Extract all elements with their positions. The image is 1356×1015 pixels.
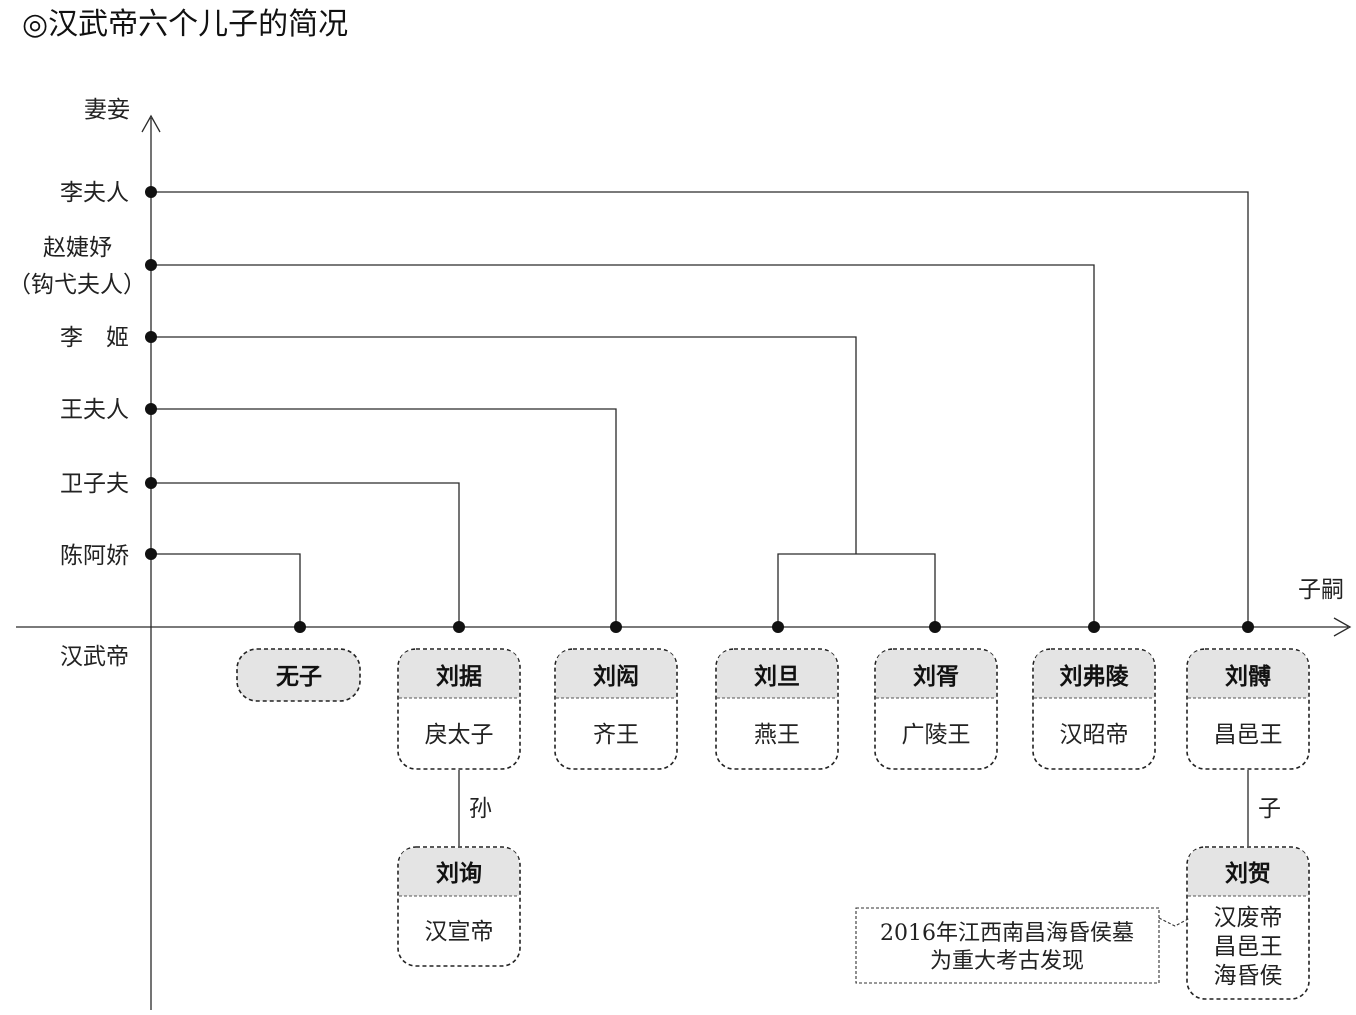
archaeology-note: 2016年江西南昌海昏侯墓 为重大考古发现: [855, 907, 1191, 984]
descendant-title-line: 海昏侯: [1214, 963, 1283, 989]
consort-wei-zifu-label: 卫子夫: [60, 471, 129, 497]
son-dot: [929, 621, 941, 633]
son-dot: [294, 621, 306, 633]
y-axis-arrow: [141, 114, 161, 133]
consort-dot: [145, 477, 157, 489]
son-title: 昌邑王: [1214, 722, 1283, 748]
consort-li-furen-label: 李夫人: [60, 180, 129, 206]
note-line: 为重大考古发现: [930, 949, 1084, 974]
consort-dot: [145, 259, 157, 271]
descendant-box-liu-xun: 刘询 汉宣帝: [397, 846, 521, 967]
descendant-title-line: 汉废帝: [1214, 905, 1283, 931]
son-title: 燕王: [754, 722, 800, 748]
consort-dot: [145, 548, 157, 560]
link-wang-furen-liu-hong: [151, 408, 617, 627]
consort-wang-furen-label: 王夫人: [60, 397, 129, 423]
descendant-box-liu-he: 刘贺 汉废帝 昌邑王 海昏侯: [1186, 846, 1310, 1000]
son-title: 戾太子: [425, 722, 494, 748]
consort-zhao-jieyu-alias: （钩弋夫人）: [8, 272, 146, 298]
consort-dot: [145, 186, 157, 198]
link-li-ji: [151, 336, 857, 554]
link-chen-ajiao-none: [151, 553, 301, 627]
son-dot: [1088, 621, 1100, 633]
son-box-liu-dan: 刘旦 燕王: [715, 648, 839, 770]
son-box-liu-xu: 刘胥 广陵王: [874, 648, 998, 770]
son-name: 刘据: [436, 663, 482, 690]
son-box-none: 无子: [236, 648, 361, 702]
son-name: 刘闳: [593, 663, 639, 690]
link-li-ji-sons: [777, 553, 936, 627]
relation-son-label: 子: [1258, 796, 1281, 822]
link-zhao-jieyu-liu-fuling: [151, 264, 1095, 627]
son-name: 刘弗陵: [1060, 663, 1130, 690]
descendant-title: 汉宣帝: [425, 919, 494, 945]
x-axis-arrow: [1333, 617, 1352, 637]
descendant-title-line: 昌邑王: [1214, 934, 1283, 960]
son-title: 汉昭帝: [1060, 722, 1129, 748]
son-title: 齐王: [593, 722, 639, 748]
x-axis-label: 子嗣: [1298, 577, 1344, 603]
son-box-liu-fuling: 刘弗陵 汉昭帝: [1032, 648, 1156, 770]
son-name: 刘髆: [1225, 663, 1271, 690]
note-line: 2016年江西南昌海昏侯墓: [880, 921, 1134, 946]
consort-zhao-jieyu-label: 赵婕妤: [43, 235, 112, 261]
y-axis-label: 妻妾: [84, 97, 130, 123]
son-dot: [1242, 621, 1254, 633]
son-dot: [772, 621, 784, 633]
son-dot: [610, 621, 622, 633]
consort-li-ji-label: 李 姬: [60, 325, 129, 351]
descendant-name: 刘询: [436, 860, 482, 887]
page-title: ◎汉武帝六个儿子的简况: [22, 7, 348, 42]
son-box-liu-ju: 刘据 戾太子: [397, 648, 521, 770]
consort-chen-ajiao-label: 陈阿娇: [60, 543, 129, 569]
son-box-liu-bo: 刘髆 昌邑王: [1186, 648, 1310, 770]
son-dot: [453, 621, 465, 633]
relation-grandson-label: 孙: [469, 796, 492, 822]
consort-dot: [145, 403, 157, 415]
son-name: 无子: [276, 664, 322, 690]
link-li-furen-liu-bo: [151, 191, 1249, 627]
son-name: 刘旦: [754, 663, 800, 690]
son-box-liu-hong: 刘闳 齐王: [554, 648, 678, 770]
link-wei-zifu-liu-ju: [151, 482, 460, 627]
son-name: 刘胥: [913, 663, 959, 690]
consort-dot: [145, 331, 157, 343]
origin-label: 汉武帝: [60, 644, 129, 670]
descendant-name: 刘贺: [1225, 860, 1271, 887]
son-title: 广陵王: [902, 722, 971, 748]
